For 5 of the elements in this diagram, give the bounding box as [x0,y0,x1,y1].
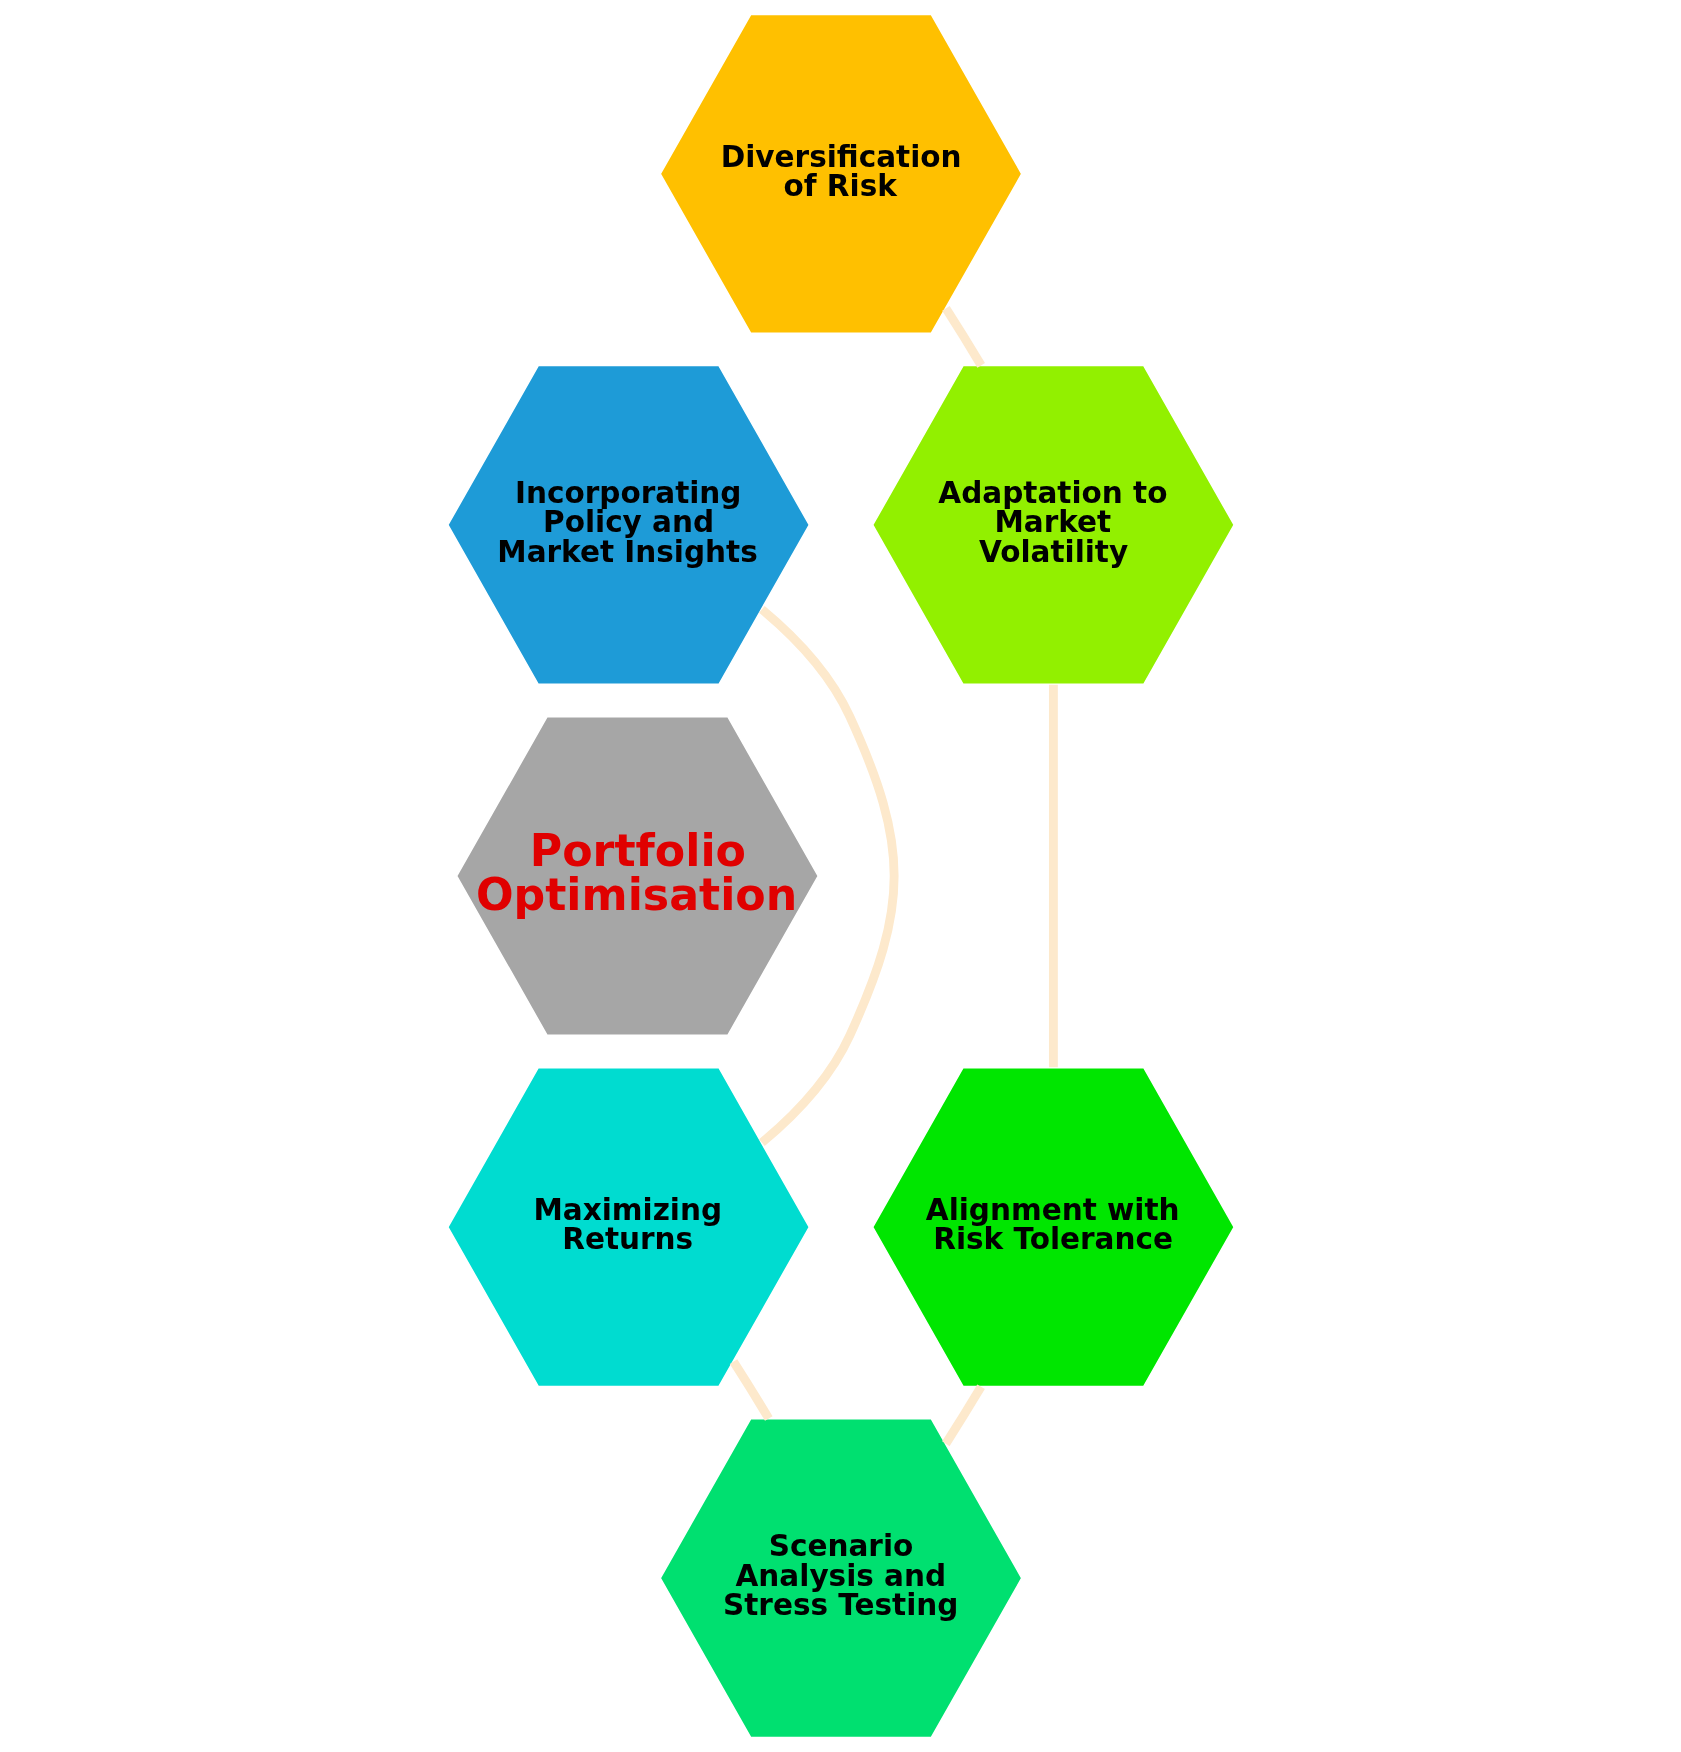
connector [729,1359,773,1421]
connector [941,306,985,368]
connector [1048,684,1058,1068]
connector [941,1384,985,1447]
connector [758,606,898,1146]
